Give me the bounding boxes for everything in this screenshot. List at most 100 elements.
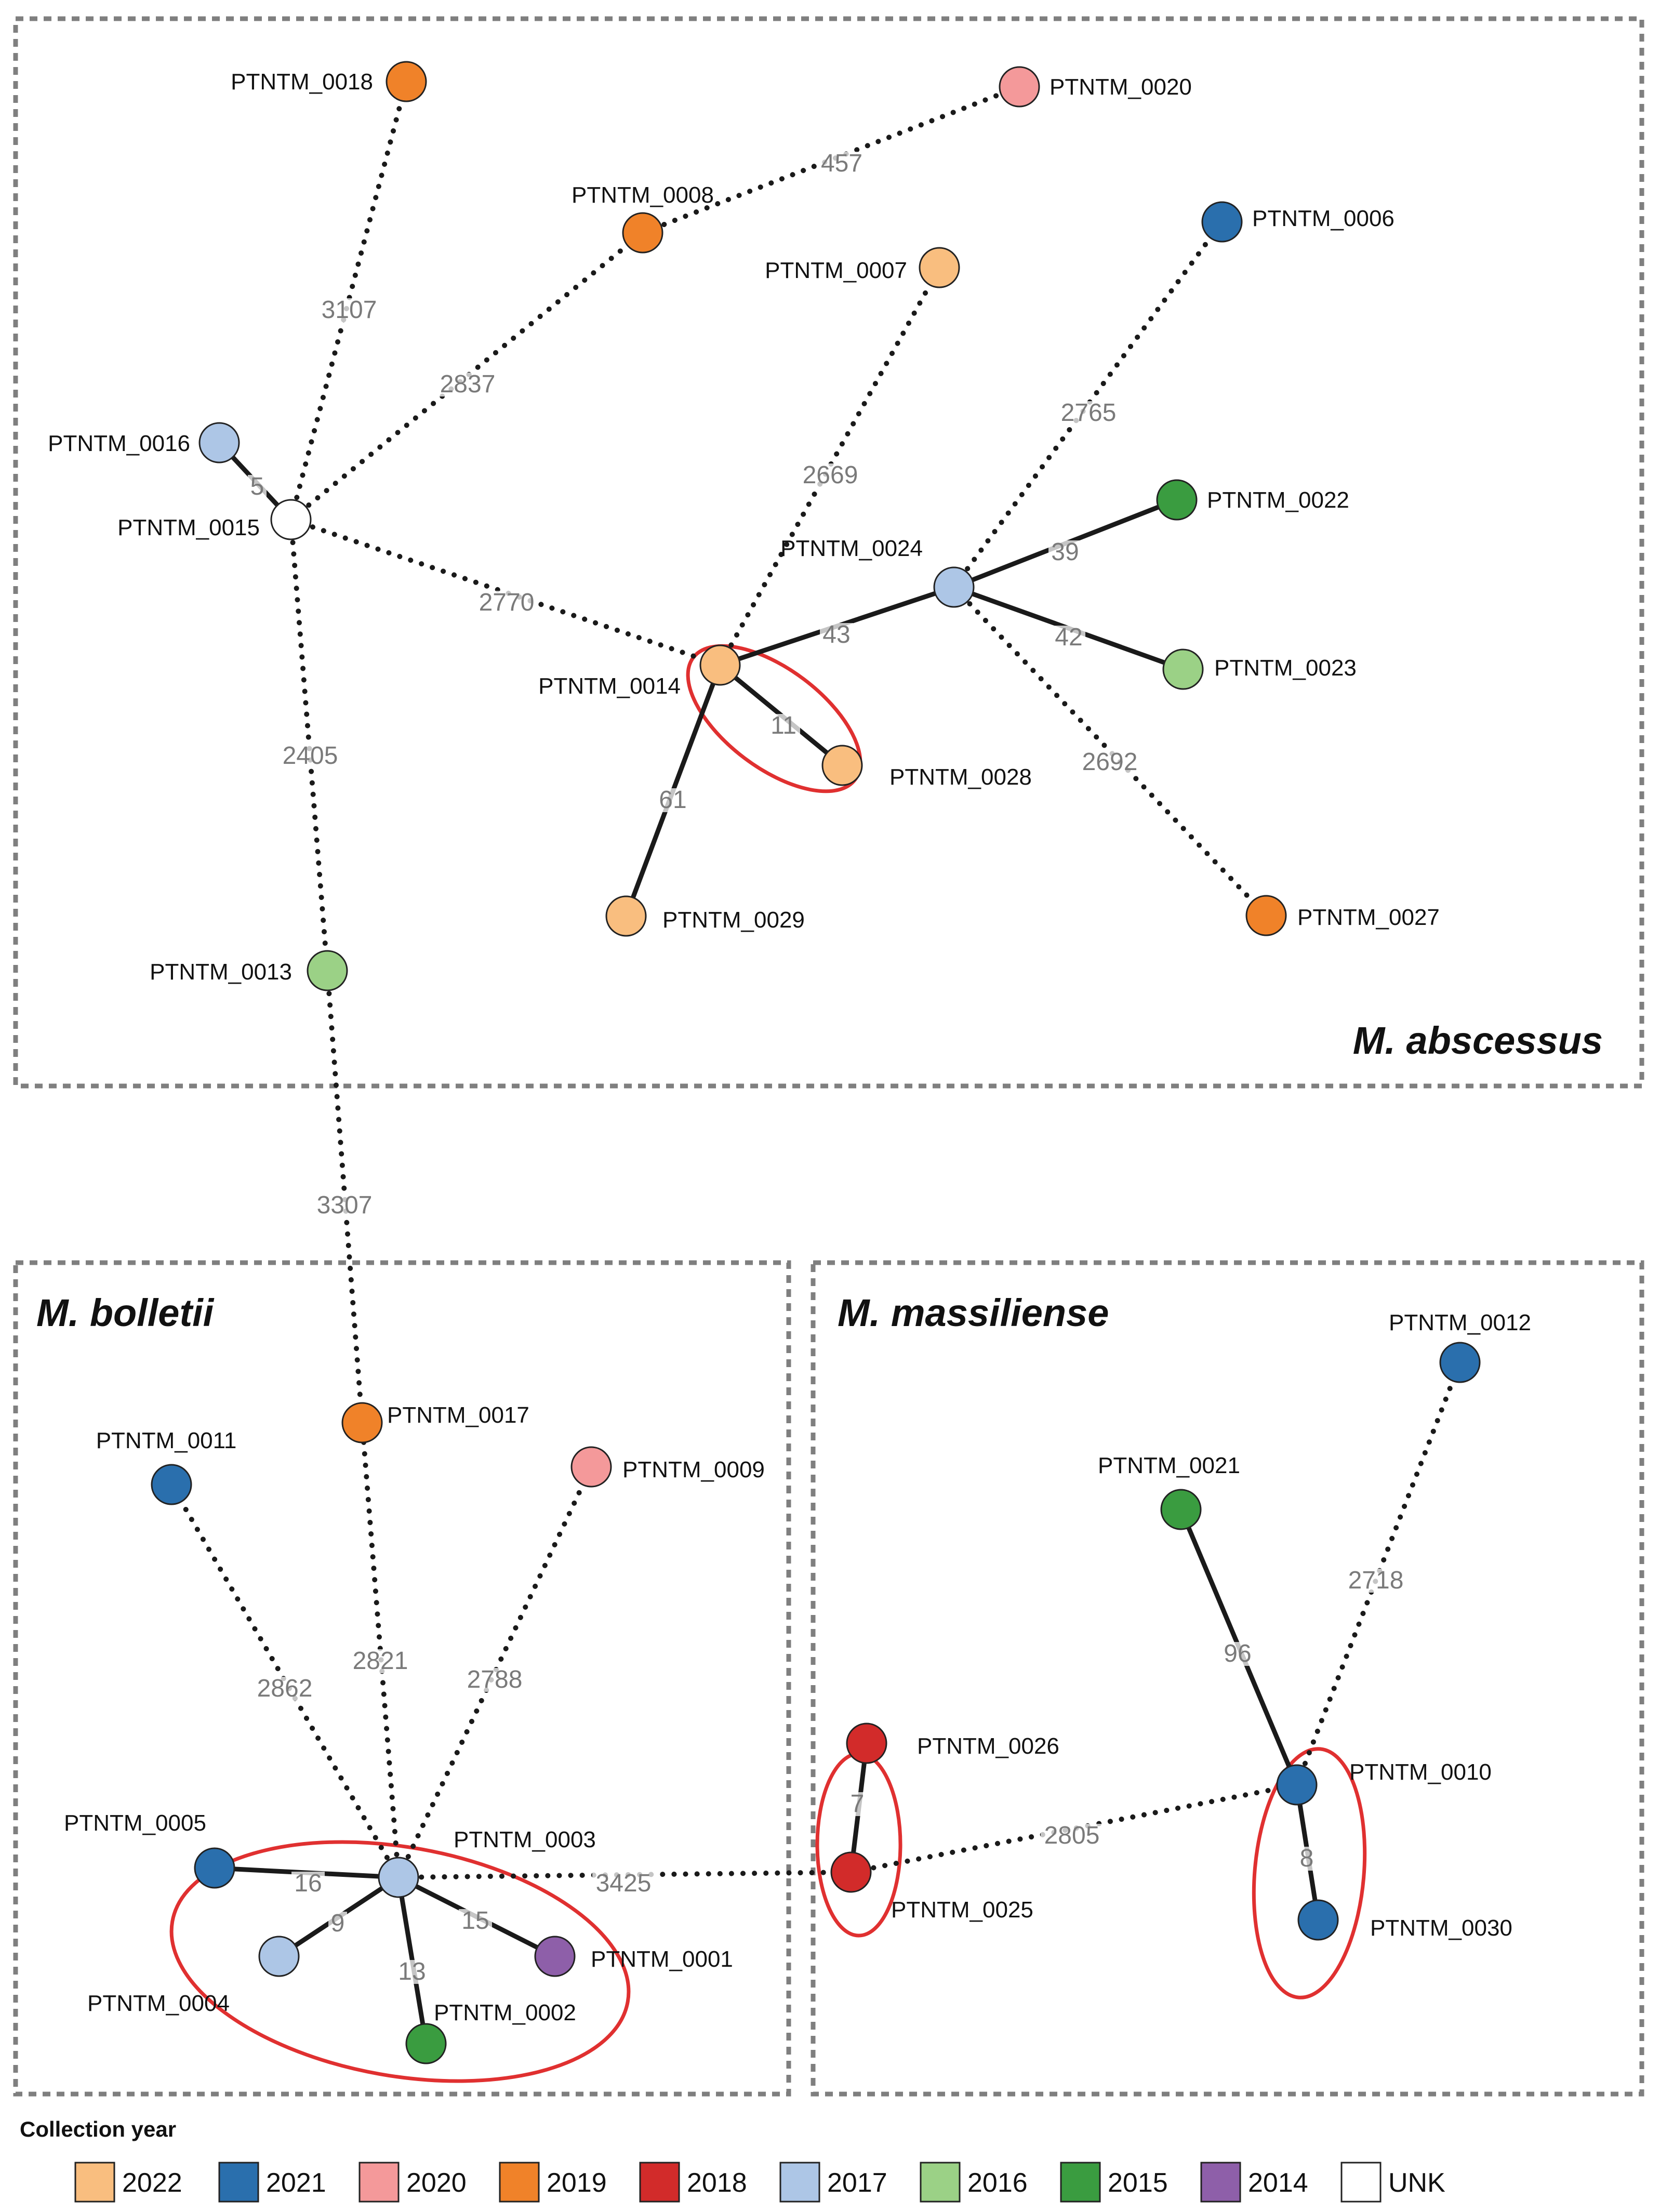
edge-label-PTNTM_0003-PTNTM_0009: 2788 <box>467 1666 523 1693</box>
edge-PTNTM_0003-PTNTM_0025 <box>396 1870 854 1880</box>
node-label-PTNTM_0021: PTNTM_0021 <box>1098 1453 1240 1478</box>
legend-swatch-2019 <box>499 2162 540 2203</box>
node-PTNTM_0003[interactable] <box>378 1857 419 1898</box>
edge-label-bg <box>328 1912 347 1936</box>
node-PTNTM_0029[interactable] <box>605 895 647 937</box>
edge-label-PTNTM_0003-PTNTM_0017: 2821 <box>353 1647 408 1675</box>
node-PTNTM_0013[interactable] <box>307 950 348 991</box>
edge-label-PTNTM_0014-PTNTM_0029: 61 <box>659 786 686 814</box>
node-label-PTNTM_0010: PTNTM_0010 <box>1349 1759 1492 1785</box>
legend-swatch-UNK <box>1340 2162 1382 2203</box>
edge-label-bg <box>254 1677 316 1701</box>
node-PTNTM_0014[interactable] <box>699 644 741 686</box>
edge-label-PTNTM_0003-PTNTM_0005: 16 <box>294 1870 322 1897</box>
edge-label-PTNTM_0010-PTNTM_0021: 96 <box>1224 1640 1251 1667</box>
node-PTNTM_0007[interactable] <box>919 247 960 288</box>
node-PTNTM_0018[interactable] <box>386 61 427 102</box>
node-label-PTNTM_0012: PTNTM_0012 <box>1389 1310 1531 1335</box>
node-PTNTM_0009[interactable] <box>570 1446 612 1488</box>
edge-label-PTNTM_0015-PTNTM_0008: 2837 <box>440 370 496 398</box>
edge-label-bg <box>1052 626 1085 650</box>
nodes <box>151 61 1481 2064</box>
edge-label-bg <box>1048 540 1082 564</box>
node-PTNTM_0001[interactable] <box>534 1936 576 1977</box>
node-PTNTM_0024[interactable] <box>933 566 975 608</box>
node-label-PTNTM_0008: PTNTM_0008 <box>572 182 714 208</box>
edge-PTNTM_0003-PTNTM_0009 <box>396 1464 594 1880</box>
edge-label-PTNTM_0003-PTNTM_0001: 15 <box>461 1907 489 1935</box>
edge-label-PTNTM_0008-PTNTM_0020: 457 <box>821 150 862 177</box>
edge-label-PTNTM_0010-PTNTM_0012: 2718 <box>1348 1567 1404 1594</box>
node-PTNTM_0002[interactable] <box>405 2023 447 2064</box>
legend-swatch-2016 <box>920 2162 961 2203</box>
node-label-PTNTM_0005: PTNTM_0005 <box>64 1810 206 1836</box>
legend-label-2015: 2015 <box>1108 2168 1168 2198</box>
edge-label-PTNTM_0015-PTNTM_0013: 2405 <box>283 742 338 770</box>
node-label-PTNTM_0002: PTNTM_0002 <box>434 2000 576 2025</box>
edge-label-PTNTM_0024-PTNTM_0006: 2765 <box>1061 399 1117 427</box>
edge-label-bg <box>799 463 861 487</box>
edge-label-bg <box>592 1872 655 1896</box>
node-label-PTNTM_0018: PTNTM_0018 <box>231 69 373 95</box>
node-PTNTM_0010[interactable] <box>1276 1764 1318 1806</box>
legend-swatch-2018 <box>639 2162 680 2203</box>
node-PTNTM_0026[interactable] <box>846 1723 887 1764</box>
node-PTNTM_0028[interactable] <box>821 745 863 786</box>
node-PTNTM_0012[interactable] <box>1439 1342 1481 1383</box>
species-title-abscessus: M. abscessus <box>1353 1019 1603 1062</box>
node-label-PTNTM_0030: PTNTM_0030 <box>1370 1915 1512 1941</box>
edge-label-PTNTM_0014-PTNTM_0028: 11 <box>771 712 796 739</box>
node-PTNTM_0023[interactable] <box>1162 648 1204 690</box>
legend-label-2014: 2014 <box>1248 2168 1308 2198</box>
edge-label-bg <box>395 1960 429 1984</box>
node-label-PTNTM_0023: PTNTM_0023 <box>1214 655 1357 681</box>
bolletii-box <box>13 1260 791 2097</box>
node-PTNTM_0015[interactable] <box>270 499 312 540</box>
legend-swatch-2020 <box>358 2162 400 2203</box>
edge-PTNTM_0015-PTNTM_0013 <box>288 517 330 973</box>
node-PTNTM_0005[interactable] <box>194 1847 235 1889</box>
edge-label-bg <box>1041 1824 1103 1848</box>
edge-label-bg <box>1221 1642 1254 1666</box>
node-PTNTM_0006[interactable] <box>1201 201 1243 243</box>
edge-label-bg <box>436 373 499 396</box>
edge-label-bg <box>820 623 853 647</box>
edge-label-bg <box>318 298 380 322</box>
node-label-PTNTM_0013: PTNTM_0013 <box>150 959 292 985</box>
node-PTNTM_0004[interactable] <box>258 1936 300 1977</box>
node-label-PTNTM_0004: PTNTM_0004 <box>87 1991 230 2016</box>
edge-label-bg <box>1345 1569 1407 1593</box>
edge-label-PTNTM_0003-PTNTM_0011: 2862 <box>257 1675 313 1702</box>
species-titles: M. abscessus M. bolletii M. massiliense <box>36 1019 1603 1334</box>
edge-label-bg <box>818 152 866 176</box>
cluster-ring-massiliense-right <box>1252 1747 1367 1999</box>
cluster-ring-bolletii <box>169 1840 631 2083</box>
node-PTNTM_0027[interactable] <box>1245 895 1287 936</box>
node-label-PTNTM_0017: PTNTM_0017 <box>387 1402 529 1428</box>
node-PTNTM_0025[interactable] <box>830 1851 872 1893</box>
node-label-PTNTM_0001: PTNTM_0001 <box>591 1946 733 1972</box>
edge-label-bg <box>279 744 341 768</box>
legend-label-2021: 2021 <box>266 2168 326 2198</box>
edge-label-bg <box>248 475 267 499</box>
legend-label-2018: 2018 <box>687 2168 747 2198</box>
node-PTNTM_0021[interactable] <box>1160 1489 1202 1530</box>
node-PTNTM_0008[interactable] <box>622 212 663 254</box>
node-label-PTNTM_0014: PTNTM_0014 <box>538 673 681 699</box>
edge-PTNTM_0015-PTNTM_0014 <box>288 517 723 668</box>
node-label-PTNTM_0027: PTNTM_0027 <box>1297 905 1440 930</box>
legend-swatch-2022 <box>74 2162 115 2203</box>
legend-swatch-2017 <box>779 2162 820 2203</box>
node-PTNTM_0020[interactable] <box>999 66 1040 108</box>
node-PTNTM_0030[interactable] <box>1297 1899 1339 1941</box>
node-PTNTM_0017[interactable] <box>341 1402 383 1443</box>
edge-label-bg <box>475 591 538 615</box>
node-PTNTM_0022[interactable] <box>1156 479 1198 521</box>
node-PTNTM_0011[interactable] <box>151 1464 192 1505</box>
node-PTNTM_0016[interactable] <box>198 422 240 463</box>
edge-label-PTNTM_0014-PTNTM_0024: 43 <box>822 621 850 648</box>
edge-label-PTNTM_0015-PTNTM_0014: 2770 <box>479 589 535 616</box>
legend-swatch-2015 <box>1060 2162 1101 2203</box>
edge-label-bg <box>1297 1847 1316 1871</box>
edges <box>169 79 1463 2044</box>
